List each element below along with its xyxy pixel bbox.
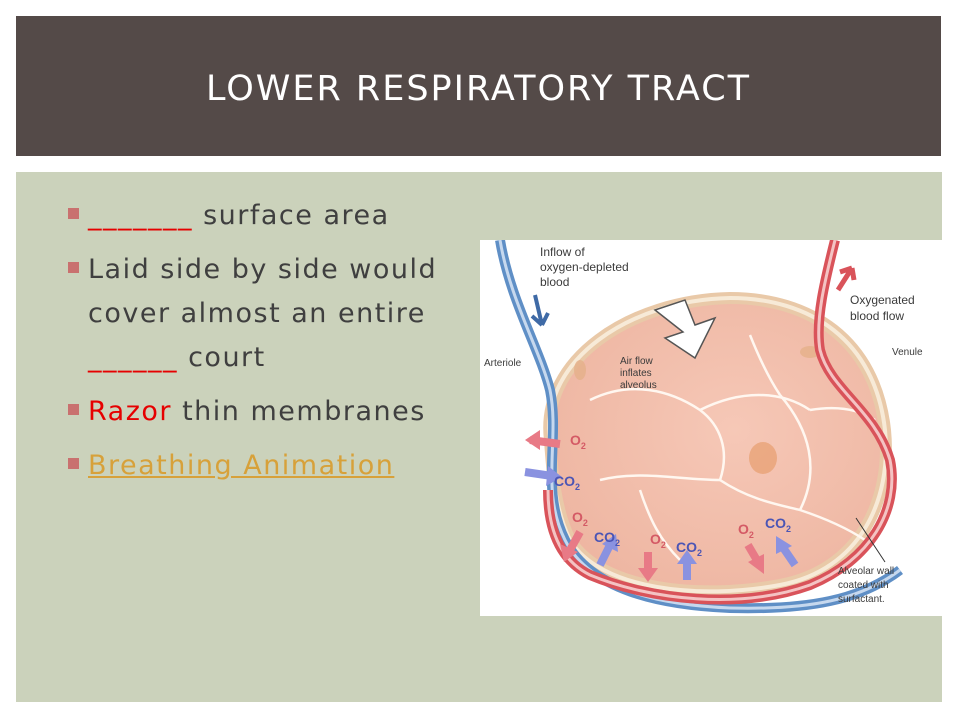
alveolus-diagram: O2 CO2 O2 CO2 O2 CO2 O2 CO2 Inflow of ox… <box>480 240 944 616</box>
bullet-item-surface-area: _______ surface area <box>68 194 463 238</box>
svg-text:blood flow: blood flow <box>850 309 904 323</box>
svg-text:CO2: CO2 <box>554 473 580 492</box>
air-flow-arrow-icon <box>653 299 717 360</box>
oxygenated-label: Oxygenated <box>850 293 915 307</box>
cell-boundaries <box>589 334 876 561</box>
svg-text:oxygen-depleted: oxygen-depleted <box>540 260 629 274</box>
bullet-list: _______ surface area Laid side by side w… <box>68 194 463 498</box>
outflow-arrow-icon <box>835 265 857 292</box>
svg-text:coated with: coated with <box>838 580 889 591</box>
svg-text:surfactant.: surfactant. <box>838 594 885 605</box>
slide-body: _______ surface area Laid side by side w… <box>16 172 944 702</box>
wall-pointer-line <box>855 517 886 563</box>
arteriole-label: Arteriole <box>484 358 522 369</box>
inflow-label: Inflow of <box>540 245 585 259</box>
alveolar-wall-label: Alveolar wall <box>838 566 894 577</box>
blank-fill-in: _______ <box>88 200 193 231</box>
slide-header: LOWER RESPIRATORY TRACT <box>16 16 941 156</box>
alveolus-illustration: O2 CO2 O2 CO2 O2 CO2 O2 CO2 Inflow of ox… <box>484 240 923 614</box>
svg-text:CO2: CO2 <box>676 539 702 558</box>
square-bullet-icon <box>68 262 79 273</box>
bullet-item-court: Laid side by side would cover almost an … <box>68 248 463 380</box>
bullet-text: surface area <box>193 200 390 231</box>
svg-text:O2: O2 <box>570 432 586 451</box>
svg-text:CO2: CO2 <box>765 515 791 534</box>
inflow-arrow-icon <box>530 294 550 327</box>
breathing-animation-link[interactable]: Breathing Animation <box>88 450 395 481</box>
square-bullet-icon <box>68 208 79 219</box>
slide-title: LOWER RESPIRATORY TRACT <box>205 69 752 109</box>
bullet-item-membranes: Razor thin membranes <box>68 390 463 434</box>
blank-fill-in: ______ <box>88 342 178 373</box>
gas-exchange-arrows <box>524 430 799 582</box>
bullet-text-tail: court <box>178 342 266 373</box>
highlight-word: Razor <box>88 396 173 427</box>
svg-text:O2: O2 <box>650 531 666 550</box>
svg-text:CO2: CO2 <box>594 529 620 548</box>
bullet-text: thin membranes <box>172 396 426 427</box>
bullet-item-animation: Breathing Animation <box>68 444 463 488</box>
square-bullet-icon <box>68 404 79 415</box>
air-flow-label: Air flow <box>620 356 654 367</box>
svg-text:O2: O2 <box>738 521 754 540</box>
alveolus-sac <box>543 291 892 598</box>
svg-text:O2: O2 <box>572 509 588 528</box>
bullet-text: Laid side by side would cover almost an … <box>88 254 438 329</box>
svg-text:blood: blood <box>540 275 569 289</box>
svg-text:alveolus: alveolus <box>620 380 657 391</box>
venule-label: Venule <box>892 347 923 358</box>
square-bullet-icon <box>68 458 79 469</box>
cell-nucleus <box>749 442 777 474</box>
svg-text:inflates: inflates <box>620 368 652 379</box>
